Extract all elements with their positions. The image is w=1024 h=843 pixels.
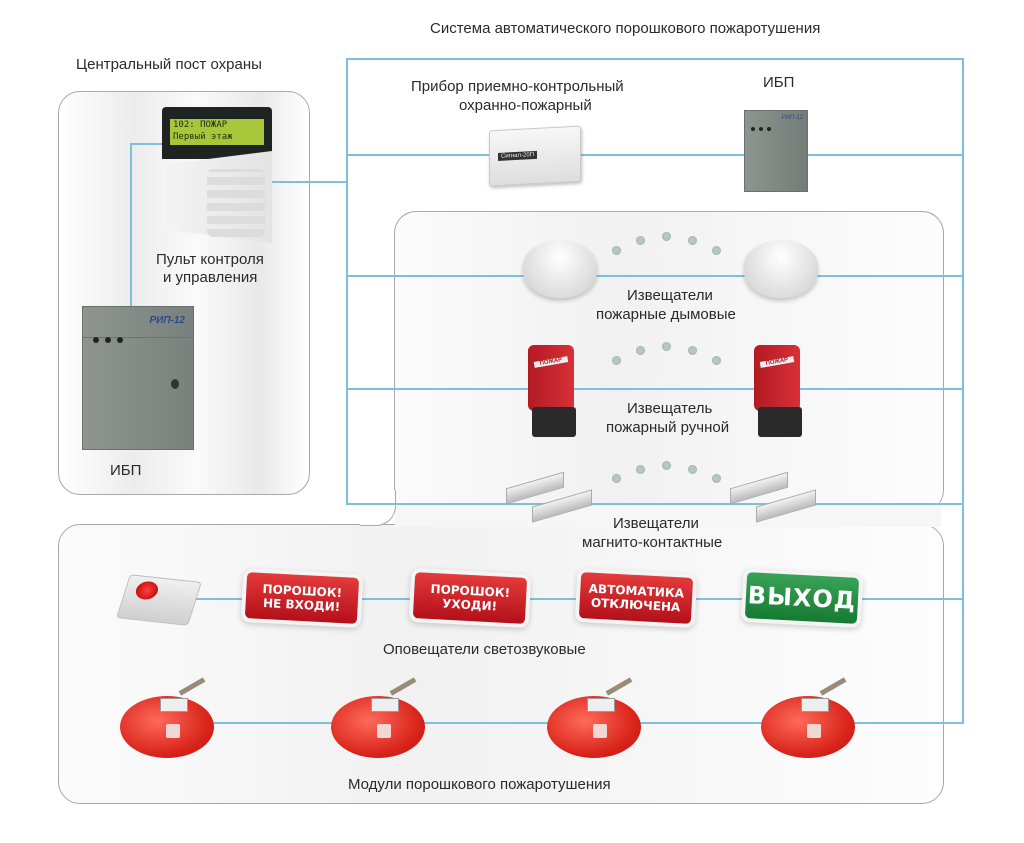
smoke-detector-icon[interactable] xyxy=(744,240,818,298)
magnetic-label-line2: магнито-контактные xyxy=(582,534,723,551)
wire-left-riser xyxy=(346,58,348,504)
extinguisher-module-icon[interactable] xyxy=(331,677,427,760)
wire-manual xyxy=(346,388,964,390)
wire-panel-row xyxy=(346,154,964,156)
manual-label-line2: пожарный ручной xyxy=(606,419,730,436)
control-keypad[interactable]: 102: ПОЖАР Первый этаж xyxy=(162,107,272,243)
panel-corner xyxy=(360,490,396,526)
notifier-sign-powder-do-not-enter[interactable]: ПОРОШОК!НЕ ВХОДИ! xyxy=(244,572,360,624)
magnetic-contact-icon[interactable] xyxy=(506,471,592,523)
wire-right-riser xyxy=(962,58,964,724)
signal-dot xyxy=(712,474,721,483)
wire-top-bus xyxy=(346,58,964,60)
panel-label-line2: охранно-пожарный xyxy=(459,97,592,114)
top-ups-cabinet[interactable]: РИП-12 xyxy=(744,110,808,192)
panel-merge xyxy=(395,505,941,527)
notifiers-label: Оповещатели светозвуковые xyxy=(383,641,586,658)
signal-dot xyxy=(612,356,621,365)
magnetic-label-line1: Извещатели xyxy=(613,515,699,532)
signal-dot xyxy=(612,474,621,483)
modules-label: Модули порошкового пожаротушения xyxy=(348,776,611,793)
central-ups-model: РИП-12 xyxy=(149,315,185,326)
notifier-sign-powder-leave[interactable]: ПОРОШОК!УХОДИ! xyxy=(412,572,528,624)
keypad-display-line1: 102: ПОЖАР xyxy=(173,120,228,130)
magnetic-contact-icon[interactable] xyxy=(730,471,816,523)
notifier-sign-exit[interactable]: ВЫХОД xyxy=(744,572,860,624)
signal-dot xyxy=(636,465,645,474)
wire-keypad-ups-v xyxy=(130,143,132,308)
diagram-title: Система автоматического порошкового пожа… xyxy=(430,20,821,37)
actuators-panel xyxy=(58,524,944,804)
extinguisher-module-icon[interactable] xyxy=(761,677,857,760)
lock-icon xyxy=(171,379,179,389)
panel-label-line1: Прибор приемно-контрольный xyxy=(411,78,624,95)
signal-dot xyxy=(712,246,721,255)
sign-line2: НЕ ВХОДИ! xyxy=(262,595,341,615)
signal-dot xyxy=(662,342,671,351)
red-button-icon xyxy=(133,580,161,601)
signal-dot xyxy=(636,346,645,355)
top-ups-label: ИБП xyxy=(763,74,795,91)
manual-call-point-icon[interactable]: ПОЖАР xyxy=(528,345,576,437)
keypad-display-line2: Первый этаж xyxy=(173,132,233,142)
control-panel-device[interactable]: Сигнал-20П xyxy=(489,125,581,187)
central-ups-cabinet[interactable]: РИП-12 xyxy=(82,306,194,450)
signal-dot xyxy=(688,236,697,245)
extinguisher-module-icon[interactable] xyxy=(120,677,216,760)
signal-dot xyxy=(662,232,671,241)
keypad-label-line2: и управления xyxy=(163,269,258,286)
central-post-title: Центральный пост охраны xyxy=(76,56,262,73)
keypad-label-line1: Пульт контроля xyxy=(156,251,264,268)
central-ups-label: ИБП xyxy=(110,462,142,479)
extinguisher-module-icon[interactable] xyxy=(547,677,643,760)
control-panel-brand: Сигнал-20П xyxy=(498,150,538,161)
signal-dot xyxy=(636,236,645,245)
manual-call-point-icon[interactable]: ПОЖАР xyxy=(754,345,802,437)
signal-dot xyxy=(688,346,697,355)
wire-notifiers xyxy=(180,598,964,600)
keypad-buttons xyxy=(207,169,265,237)
signal-dot xyxy=(612,246,621,255)
signal-dot xyxy=(688,465,697,474)
wire-keypad-ups-h xyxy=(130,143,165,145)
wire-magnetic xyxy=(346,503,964,505)
top-ups-model: РИП-12 xyxy=(781,115,803,121)
signal-dot xyxy=(662,461,671,470)
signal-dot xyxy=(712,356,721,365)
sign-line1: ВЫХОД xyxy=(747,581,857,615)
wire-keypad xyxy=(272,181,348,183)
manual-label-line1: Извещатель xyxy=(627,400,713,417)
smoke-label-line1: Извещатели xyxy=(627,287,713,304)
manual-start-button[interactable] xyxy=(116,574,202,626)
smoke-label-line2: пожарные дымовые xyxy=(596,306,736,323)
smoke-detector-icon[interactable] xyxy=(523,240,597,298)
wire-smoke xyxy=(346,275,964,277)
